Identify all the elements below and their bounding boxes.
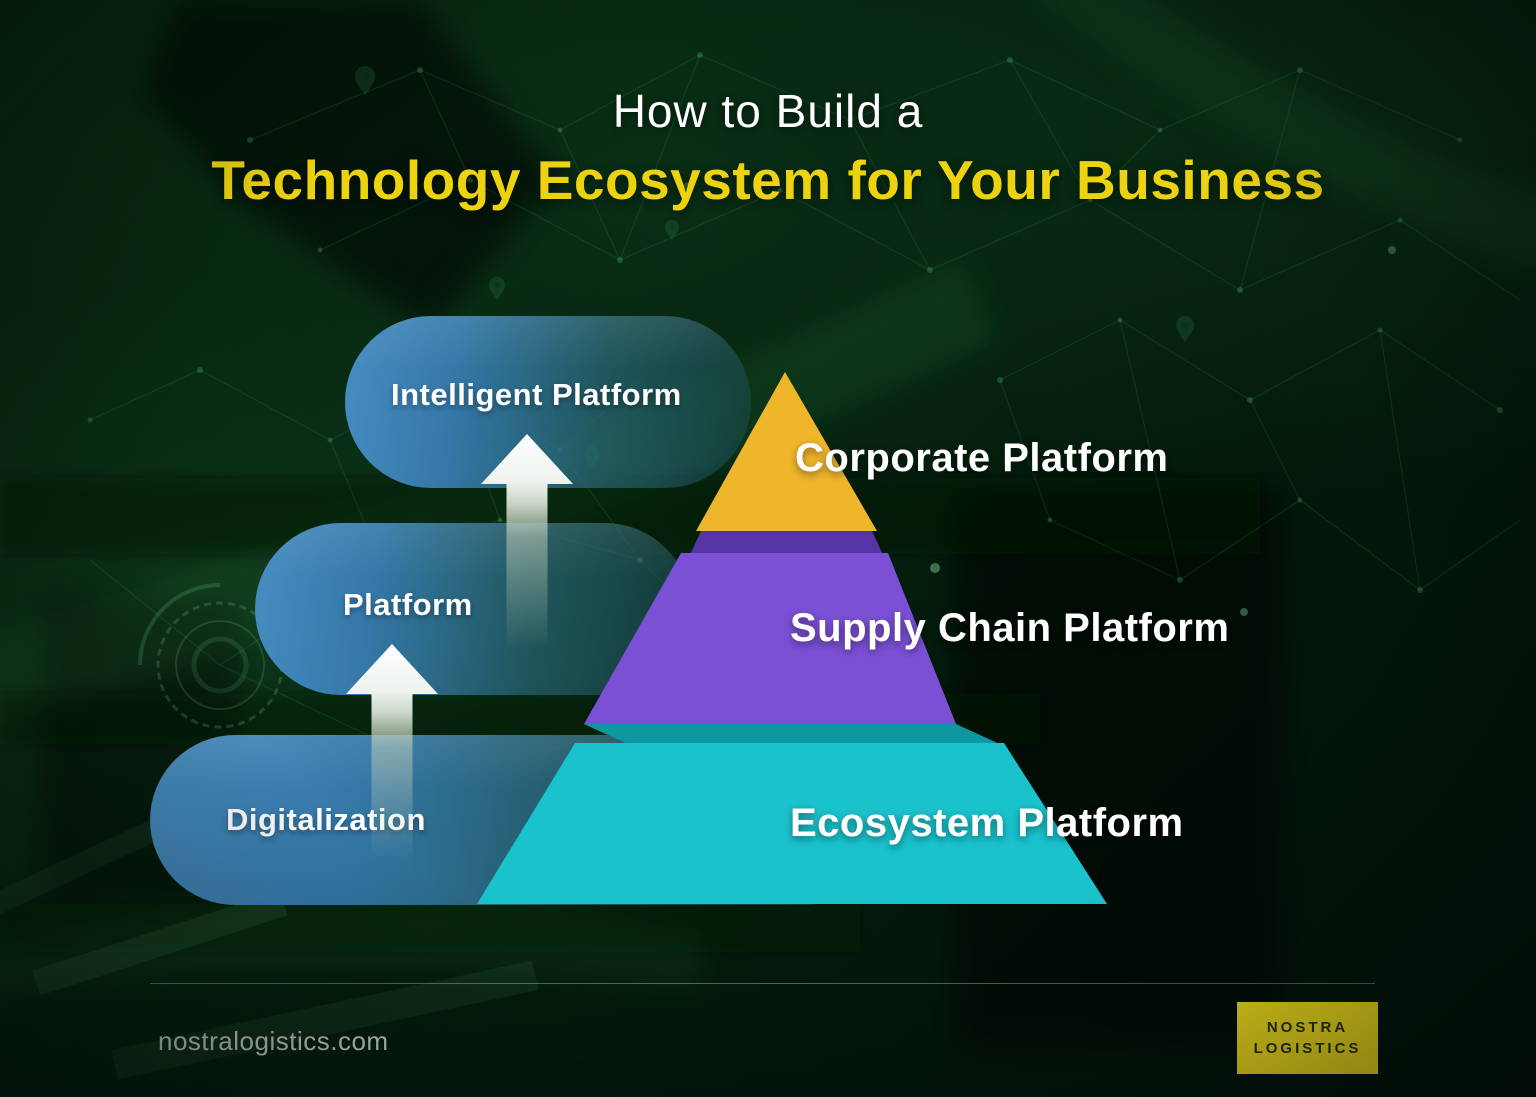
pill-label: Intelligent Platform [391,377,682,412]
nostra-logistics-logo: NOSTRA LOGISTICS [1237,1002,1378,1074]
title-line2: Technology Ecosystem for Your Business [211,149,1325,211]
pyramid-label-corporate: Corporate Platform [795,436,1169,480]
pill-platform: Platform [255,523,691,695]
road-stripe [0,816,166,918]
pyramid-shade-corporate-supply [689,531,884,557]
pill-intelligent-platform: Intelligent Platform [345,316,751,488]
website-url: nostralogistics.com [158,1026,389,1056]
network-bright-nodes [684,182,1396,616]
pill-digitalization: Digitalization [150,735,890,905]
title-line1: How to Build a [612,85,924,137]
pyramid-label-supply-chain: Supply Chain Platform [790,606,1230,650]
logo-line1: NOSTRA [1266,1019,1349,1036]
logo-line2: LOGISTICS [1253,1040,1362,1057]
footer-divider [150,983,1375,984]
road-stripe [111,960,539,1080]
dark-band [0,904,860,952]
light-sweep [0,904,705,999]
truck-silhouette-right [955,490,1285,1050]
road-stripe [32,890,288,996]
pyramid-label-ecosystem: Ecosystem Platform [790,801,1184,845]
pill-label: Digitalization [226,802,426,837]
title-block: How to Build a Technology Ecosystem for … [0,84,1536,212]
pill-label: Platform [343,587,473,622]
